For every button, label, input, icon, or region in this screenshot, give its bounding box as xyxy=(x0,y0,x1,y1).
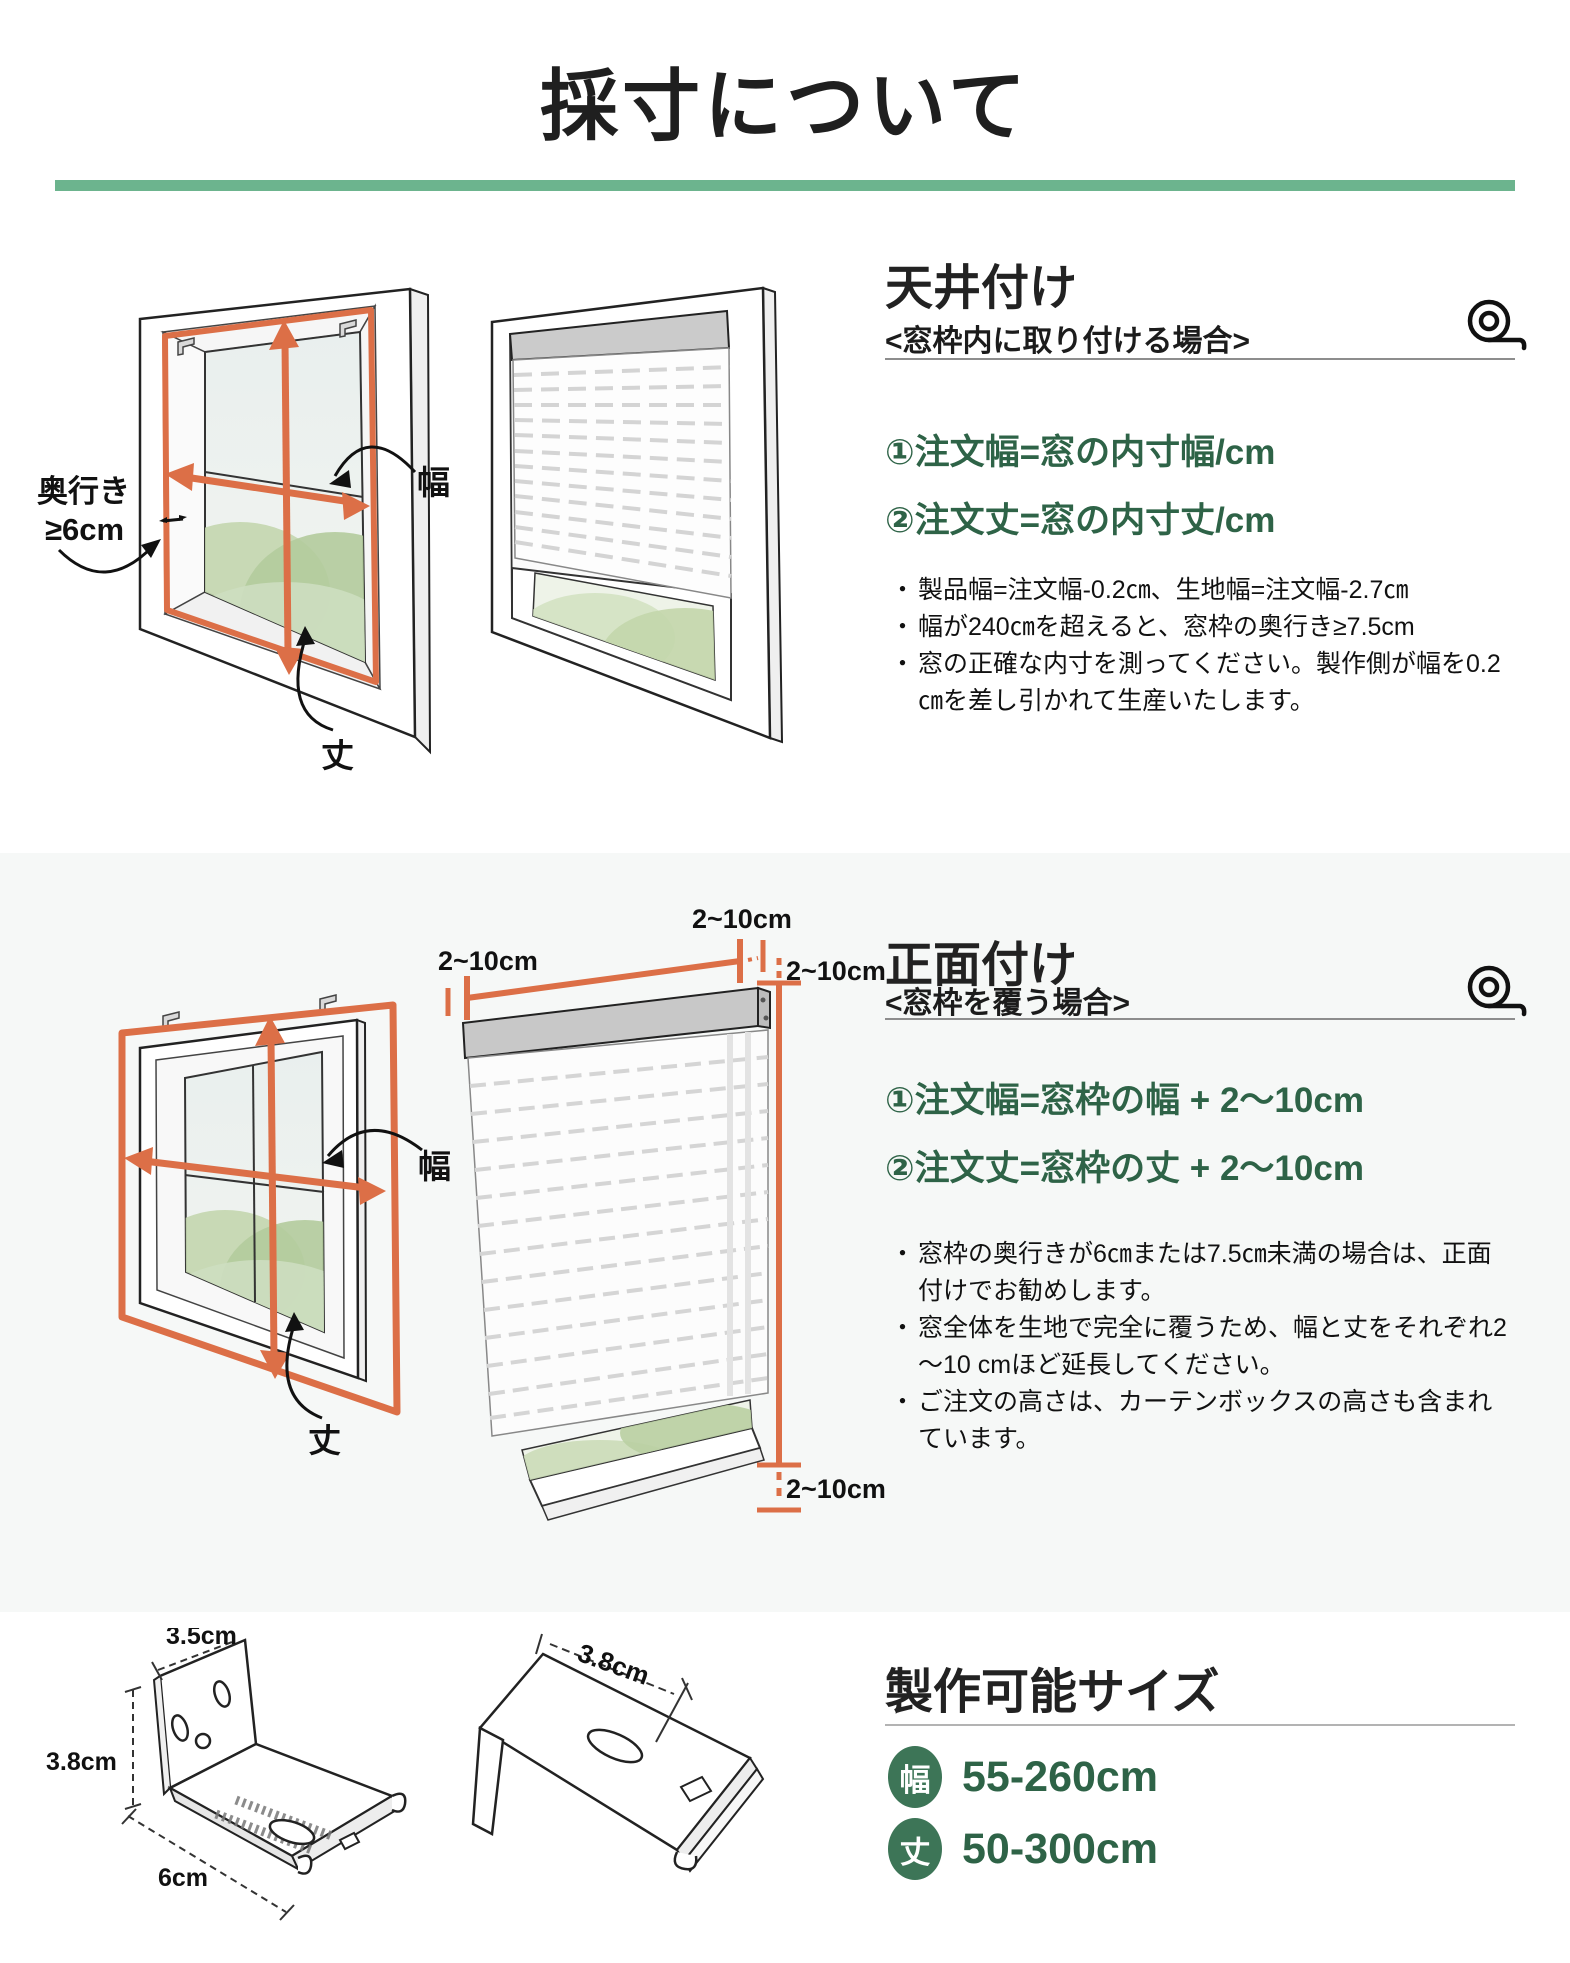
height-measure-arrow xyxy=(255,1016,290,1379)
bracket-dimension-lines xyxy=(535,1633,693,1743)
width-annotation-arrow xyxy=(333,445,417,477)
title-underline-bar xyxy=(55,180,1515,191)
bullet-marker: ・ xyxy=(890,1314,916,1342)
bullet-marker: ・ xyxy=(890,1240,916,1268)
note-text: 窓枠の奥行きが6㎝または7.5㎝未満の場合は、正面付けでお勧めします。 xyxy=(918,1240,1492,1305)
section3-heading: 製作可能サイズ xyxy=(885,1666,1220,1719)
depth-annotation-arrow xyxy=(57,515,187,574)
width-label: 幅 xyxy=(418,1148,451,1185)
blind-slats xyxy=(467,1029,769,1437)
note-item: ・ 製品幅=注文幅-0.2㎝、生地幅=注文幅-2.7㎝ xyxy=(890,572,1515,609)
height-annotation-arrow xyxy=(285,1321,323,1420)
width-measure-arrow xyxy=(165,463,370,520)
note-item: ・ 幅が240㎝を超えると、窓枠の奥行き≥7.5cm xyxy=(890,609,1515,646)
extension-top-right-label: 2~10cm xyxy=(786,956,886,986)
section3-divider xyxy=(885,1724,1515,1726)
note-text: ご注文の高さは、カーテンボックスの高さも含まれています。 xyxy=(918,1388,1493,1453)
available-sizes: 幅 55-260cm 丈 50-300cm xyxy=(888,1744,1158,1882)
bullet-marker: ・ xyxy=(890,1388,916,1416)
section2-formula-width: ①注文幅=窓枠の幅 + 2～10cm xyxy=(885,1081,1364,1120)
width-measure-arrow xyxy=(124,1147,386,1205)
outer-frame-measure-outline xyxy=(118,1001,401,1416)
extension-top-center-label: 2~10cm xyxy=(692,904,792,934)
section1-notes: ・ 製品幅=注文幅-0.2㎝、生地幅=注文幅-2.7㎝ ・ 幅が240㎝を超える… xyxy=(890,572,1515,720)
height-size-value: 50-300cm xyxy=(962,1824,1159,1873)
height-annotation-arrowhead xyxy=(296,626,315,646)
note-text: 製品幅=注文幅-0.2㎝、生地幅=注文幅-2.7㎝ xyxy=(918,576,1409,604)
height-badge: 丈 xyxy=(888,1818,942,1880)
bullet-marker: ・ xyxy=(890,650,916,678)
bracket-hook xyxy=(297,1854,313,1875)
bracket-side-dim-label: 3.8cm xyxy=(46,1748,117,1776)
bracket-bottom-dim-label: 6cm xyxy=(158,1864,208,1892)
depth-label: 奥行き xyxy=(37,474,130,509)
section2-formula-height: ②注文丈=窓枠の丈 + 2～10cm xyxy=(885,1149,1364,1188)
outside-mount-blind-diagram: 2~10cm 2~10cm 2~10cm 2~10cm xyxy=(438,904,886,1521)
section2-notes: ・ 窓枠の奥行きが6㎝または7.5㎝未満の場合は、正面付けでお勧めします。 ・ … xyxy=(890,1236,1515,1458)
extension-top-left-label: 2~10cm xyxy=(438,946,538,976)
width-label: 幅 xyxy=(417,464,450,501)
section1-formula-height: ②注文丈=窓の内寸丈/cm xyxy=(885,501,1276,540)
note-item: ・ 窓枠の奥行きが6㎝または7.5㎝未満の場合は、正面付けでお勧めします。 xyxy=(890,1236,1515,1310)
blind-slats xyxy=(512,347,732,599)
width-size-value: 55-260cm xyxy=(962,1752,1159,1801)
depth-value-label: ≥6cm xyxy=(45,512,124,547)
bracket-dimension-lines xyxy=(121,1641,295,1921)
ceiling-bracket-icon xyxy=(177,337,195,356)
section2-heading: 正面付け xyxy=(885,939,1078,992)
height-measure-arrow xyxy=(269,320,304,675)
height-label: 丈 xyxy=(308,1422,341,1459)
bracket-top-dim-label: 3.5cm xyxy=(166,1628,237,1650)
section2-divider xyxy=(885,1018,1515,1020)
bracket-hook xyxy=(391,1792,407,1813)
height-label: 丈 xyxy=(321,737,354,774)
section2-subheading: <窓枠を覆う場合> xyxy=(885,987,1131,1020)
section1-heading: 天井付け xyxy=(885,262,1078,315)
note-text: 窓全体を生地で完全に覆うため、幅と丈をそれぞれ2～10 cmほど延長してください… xyxy=(918,1314,1507,1379)
ceiling-bracket-icon xyxy=(339,319,357,338)
note-item: ・ 窓の正確な内寸を測ってください。製作側が幅を0.2㎝を差し引かれて生産いたし… xyxy=(890,646,1515,720)
width-badge: 幅 xyxy=(888,1746,942,1808)
note-text: 幅が240㎝を超えると、窓枠の奥行き≥7.5cm xyxy=(918,613,1415,641)
note-text: 窓の正確な内寸を測ってください。製作側が幅を0.2㎝を差し引かれて生産いたします… xyxy=(918,650,1501,715)
extension-bottom-label: 2~10cm xyxy=(786,1474,886,1504)
note-item: ・ 窓全体を生地で完全に覆うため、幅と丈をそれぞれ2～10 cmほど延長してくだ… xyxy=(890,1310,1515,1384)
tape-measure-icon xyxy=(1467,965,1527,1017)
height-annotation-arrow xyxy=(296,635,334,732)
height-annotation-arrowhead xyxy=(285,1312,304,1332)
mount-bracket-top-diagram: 3.8cm xyxy=(471,1633,765,1873)
width-annotation-arrow xyxy=(326,1128,423,1157)
blind-headrail xyxy=(461,986,759,1060)
section1-formula-width: ①注文幅=窓の内寸幅/cm xyxy=(885,433,1276,472)
inside-mount-measure-diagram: 奥行き ≥6cm 幅 丈 xyxy=(37,287,450,774)
tape-measure-icon xyxy=(1467,299,1527,351)
section1-divider xyxy=(885,358,1515,360)
size-row-height: 丈 50-300cm xyxy=(888,1816,1158,1882)
page-title: 採寸について xyxy=(540,62,1030,150)
section1-subheading: <窓枠内に取り付ける場合> xyxy=(885,325,1251,358)
size-row-width: 幅 55-260cm xyxy=(888,1744,1158,1810)
bullet-marker: ・ xyxy=(890,613,916,641)
bracket-hook xyxy=(673,1851,698,1871)
width-annotation-arrowhead xyxy=(329,470,351,488)
note-item: ・ ご注文の高さは、カーテンボックスの高さも含まれています。 xyxy=(890,1384,1515,1458)
outside-mount-measure-diagram: 幅 丈 xyxy=(118,994,451,1459)
extension-dimension-lines xyxy=(445,939,801,1513)
inside-mount-blind-diagram xyxy=(490,286,784,744)
width-annotation-arrowhead xyxy=(322,1150,344,1168)
bullet-marker: ・ xyxy=(890,576,916,604)
mount-bracket-front-diagram: 3.5cm 3.8cm 6cm xyxy=(46,1628,407,1921)
